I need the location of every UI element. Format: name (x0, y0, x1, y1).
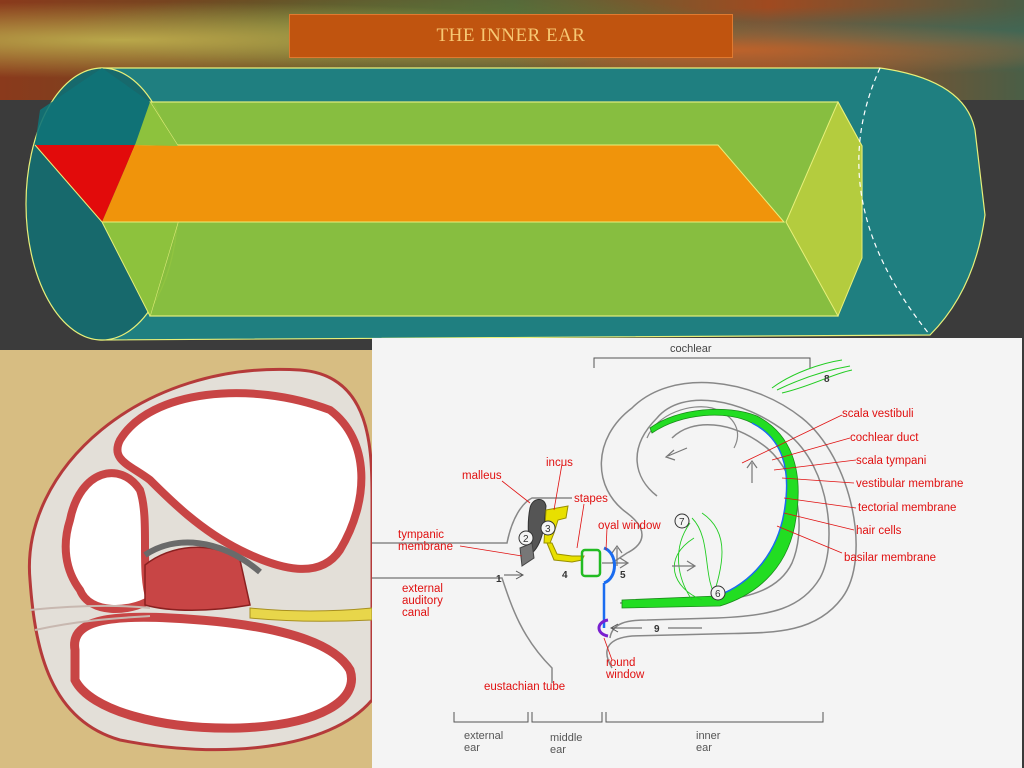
label-leader-lines (459, 414, 857, 661)
stapes-footplate (580, 548, 602, 578)
tube-right-facet (785, 100, 863, 318)
spiral-apex (646, 406, 739, 449)
label-tympanic-1: tympanic (398, 529, 444, 541)
marker-4: 4 (562, 570, 568, 581)
flow-arrows (611, 447, 758, 566)
cross-section-red-wedge (35, 145, 135, 222)
slide-title: THE INNER EAR (289, 14, 733, 58)
marker-6: 6 (715, 589, 721, 600)
label-tectorial-membrane: tectorial membrane (858, 502, 956, 514)
label-scala-vestibuli: scala vestibuli (842, 408, 914, 420)
cross-section-green-top (135, 102, 178, 146)
label-external-2: ear (464, 742, 480, 754)
cross-section-orange-wedge (102, 145, 178, 222)
cochlear-bracket (593, 357, 811, 368)
cochlear-nerve-fibers (771, 359, 853, 394)
label-round-window-1: round (606, 657, 635, 669)
stapes-bone (546, 542, 585, 563)
bracket-middle (531, 712, 603, 723)
cochlea-outer-wall (600, 381, 857, 669)
canal-outline (372, 497, 572, 683)
label-external-1: external (464, 730, 503, 742)
label-inner-1: inner (696, 730, 721, 742)
label-vestibular-membrane: vestibular membrane (856, 478, 963, 490)
cochlear-nerve (249, 607, 372, 622)
label-eac-1: external (402, 583, 443, 595)
cochlea-cylinder-schematic (25, 67, 986, 341)
number-markers: 2 3 7 6 1 4 5 8 9 (496, 374, 830, 635)
tube-right-dashed-end (858, 67, 931, 336)
cochlea-mid-wall (609, 399, 830, 639)
label-incus: incus (546, 457, 573, 469)
hair-cell-fibers (673, 512, 723, 601)
label-inner-2: ear (696, 742, 712, 754)
label-middle-1: middle (550, 732, 582, 744)
label-basilar-membrane: basilar membrane (844, 552, 936, 564)
marker-2: 2 (523, 534, 529, 545)
label-eac-2: auditory (402, 595, 443, 607)
cochlea-cross-section-illustration (0, 350, 372, 768)
marker-8: 8 (824, 374, 830, 385)
label-stapes: stapes (574, 493, 608, 505)
cross-section-top-wedge (35, 68, 150, 145)
label-tympanic-2: membrane (398, 541, 453, 553)
label-cochlear-duct: cochlear duct (850, 432, 919, 444)
cochlear-duct-region (104, 144, 786, 223)
label-eustachian-tube: eustachian tube (484, 681, 565, 693)
label-round-window-2: window (605, 669, 645, 681)
marker-7: 7 (679, 517, 685, 528)
marker-1: 1 (496, 574, 502, 585)
slide-title-text: THE INNER EAR (436, 25, 586, 46)
label-malleus: malleus (462, 470, 502, 482)
organ-of-corti (144, 546, 251, 611)
label-middle-2: ear (550, 744, 566, 756)
bracket-inner (605, 712, 824, 723)
tectorial-membrane (143, 539, 262, 575)
cross-section-green-bottom (102, 222, 178, 316)
round-window (597, 618, 609, 638)
marker-9-arrow (609, 623, 702, 633)
bracket-external (453, 712, 529, 723)
scala-media-chamber (61, 469, 155, 613)
label-oval-window: oval window (598, 520, 661, 532)
labeled-ear-diagram: cochlear 2 3 7 6 1 4 5 8 9 (372, 338, 1022, 768)
scala-vestibuli-chamber (113, 389, 366, 573)
oval-window (603, 546, 616, 585)
marker-3: 3 (545, 524, 551, 535)
label-hair-cells: hair cells (856, 525, 902, 537)
label-eac-3: canal (402, 607, 430, 619)
marker-5: 5 (620, 570, 626, 581)
marker-1-arrow (504, 570, 525, 580)
marker-9: 9 (654, 624, 660, 635)
label-scala-tympani: scala tympani (856, 455, 926, 467)
cochlear-label: cochlear (670, 343, 712, 355)
